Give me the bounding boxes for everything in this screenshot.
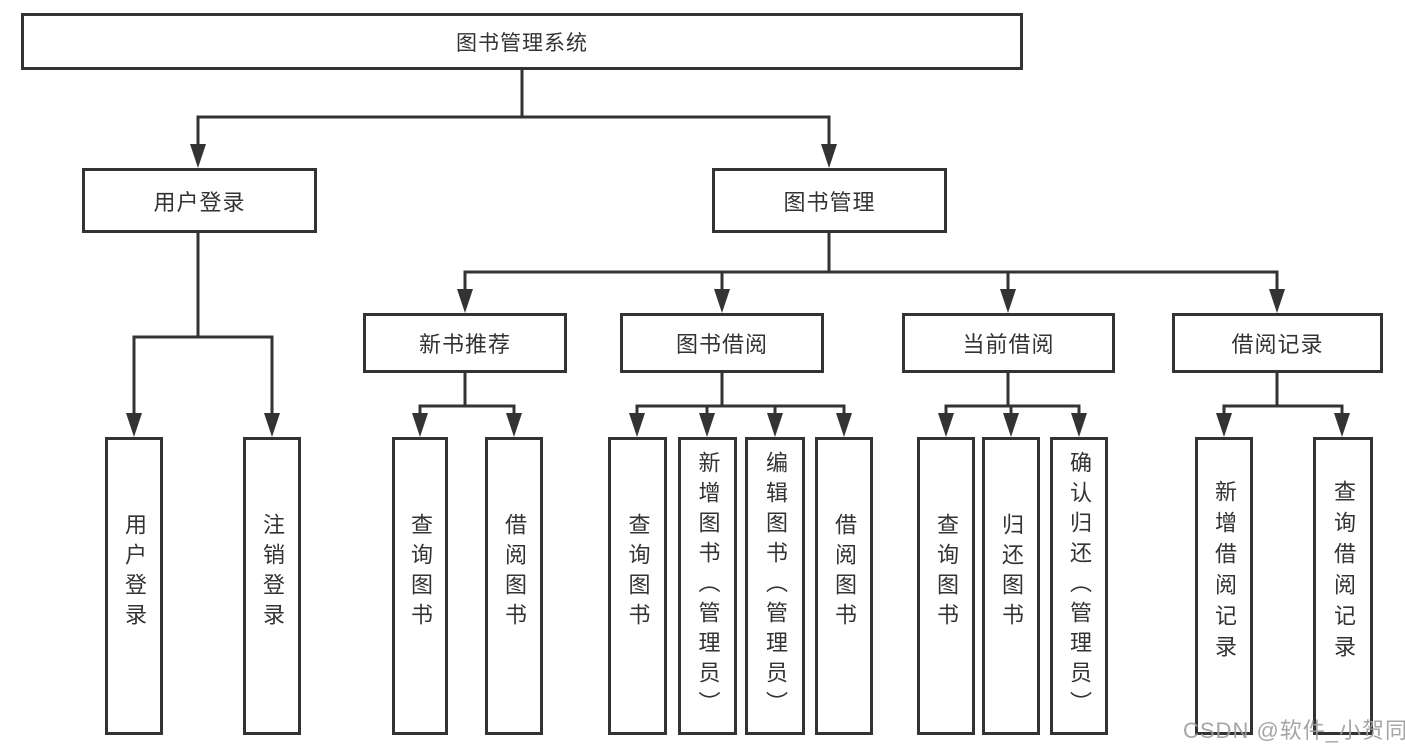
arrowhead [767, 413, 783, 437]
node-label: 归还图书 [999, 513, 1024, 633]
node-borrowing-records: 借阅记录 [1172, 313, 1383, 373]
connector-book-borrow-group [629, 371, 852, 437]
arrowhead [1000, 289, 1016, 313]
node-label: 用户登录 [153, 189, 246, 215]
node-label: 新书推荐 [418, 332, 511, 357]
connector-new-book-group [412, 371, 522, 437]
arrowhead [190, 144, 206, 168]
arrowhead [1269, 289, 1285, 313]
leaf-logout: 注销登录 [243, 437, 301, 735]
node-label: 借阅图书 [832, 513, 857, 633]
node-label: 查询图书 [934, 513, 959, 633]
node-label: 用户登录 [122, 513, 147, 633]
leaf-query-books-recommend: 查询图书 [392, 437, 448, 735]
connector-root-to-level2 [190, 68, 837, 168]
arrowhead [457, 289, 473, 313]
csdn-watermark: CSDN @软件_小贺同学 [1183, 718, 1405, 743]
arrowhead [1071, 413, 1087, 437]
connector-book-mgmt-to-level3 [457, 231, 1285, 313]
arrowhead [506, 413, 522, 437]
connector-user-login-group [126, 231, 280, 437]
node-user-login: 用户登录 [82, 168, 317, 233]
node-library-management-system: 图书管理系统 [21, 13, 1023, 70]
node-label: 编辑图书（管理员） [763, 451, 788, 721]
leaf-add-books-admin: 新增图书（管理员） [678, 437, 737, 735]
leaf-add-borrow-record: 新增借阅记录 [1195, 437, 1253, 735]
node-new-book-recommendation: 新书推荐 [363, 313, 567, 373]
node-book-borrowing: 图书借阅 [620, 313, 824, 373]
leaf-user-login: 用户登录 [105, 437, 163, 735]
arrowhead [836, 413, 852, 437]
arrowhead [1003, 413, 1019, 437]
leaf-query-books-borrow: 查询图书 [608, 437, 667, 735]
arrowhead [412, 413, 428, 437]
leaf-return-books: 归还图书 [982, 437, 1040, 735]
node-label: 注销登录 [260, 513, 285, 633]
arrowhead [126, 413, 142, 437]
node-label: 查询借阅记录 [1331, 480, 1356, 666]
leaf-query-borrow-record: 查询借阅记录 [1313, 437, 1373, 735]
arrowhead [938, 413, 954, 437]
leaf-borrow-books: 借阅图书 [815, 437, 873, 735]
node-label: 查询图书 [625, 513, 651, 633]
arrowhead [699, 413, 715, 437]
node-label: 新增借阅记录 [1212, 480, 1237, 666]
arrowhead [1216, 413, 1232, 437]
node-label: 图书管理系统 [456, 31, 588, 55]
node-label: 新增图书（管理员） [695, 451, 721, 721]
node-label: 确认归还（管理员） [1067, 451, 1092, 721]
node-label: 借阅图书 [502, 513, 527, 633]
arrowhead [821, 144, 837, 168]
leaf-borrow-books-recommend: 借阅图书 [485, 437, 543, 735]
leaf-edit-books-admin: 编辑图书（管理员） [745, 437, 805, 735]
connector-current-borrow-group [938, 371, 1087, 437]
leaf-query-books-current: 查询图书 [917, 437, 975, 735]
node-label: 借阅记录 [1231, 332, 1324, 357]
arrowhead [1334, 413, 1350, 437]
leaf-confirm-return-admin: 确认归还（管理员） [1050, 437, 1108, 735]
arrowhead [264, 413, 280, 437]
node-book-management: 图书管理 [712, 168, 947, 233]
node-label: 图书管理 [783, 189, 876, 215]
node-label: 查询图书 [408, 513, 433, 633]
arrowhead [714, 289, 730, 313]
node-current-borrowing: 当前借阅 [902, 313, 1115, 373]
connector-borrow-record-group [1216, 371, 1350, 437]
node-label: 当前借阅 [962, 332, 1055, 357]
arrowhead [629, 413, 645, 437]
node-label: 图书借阅 [675, 332, 768, 357]
